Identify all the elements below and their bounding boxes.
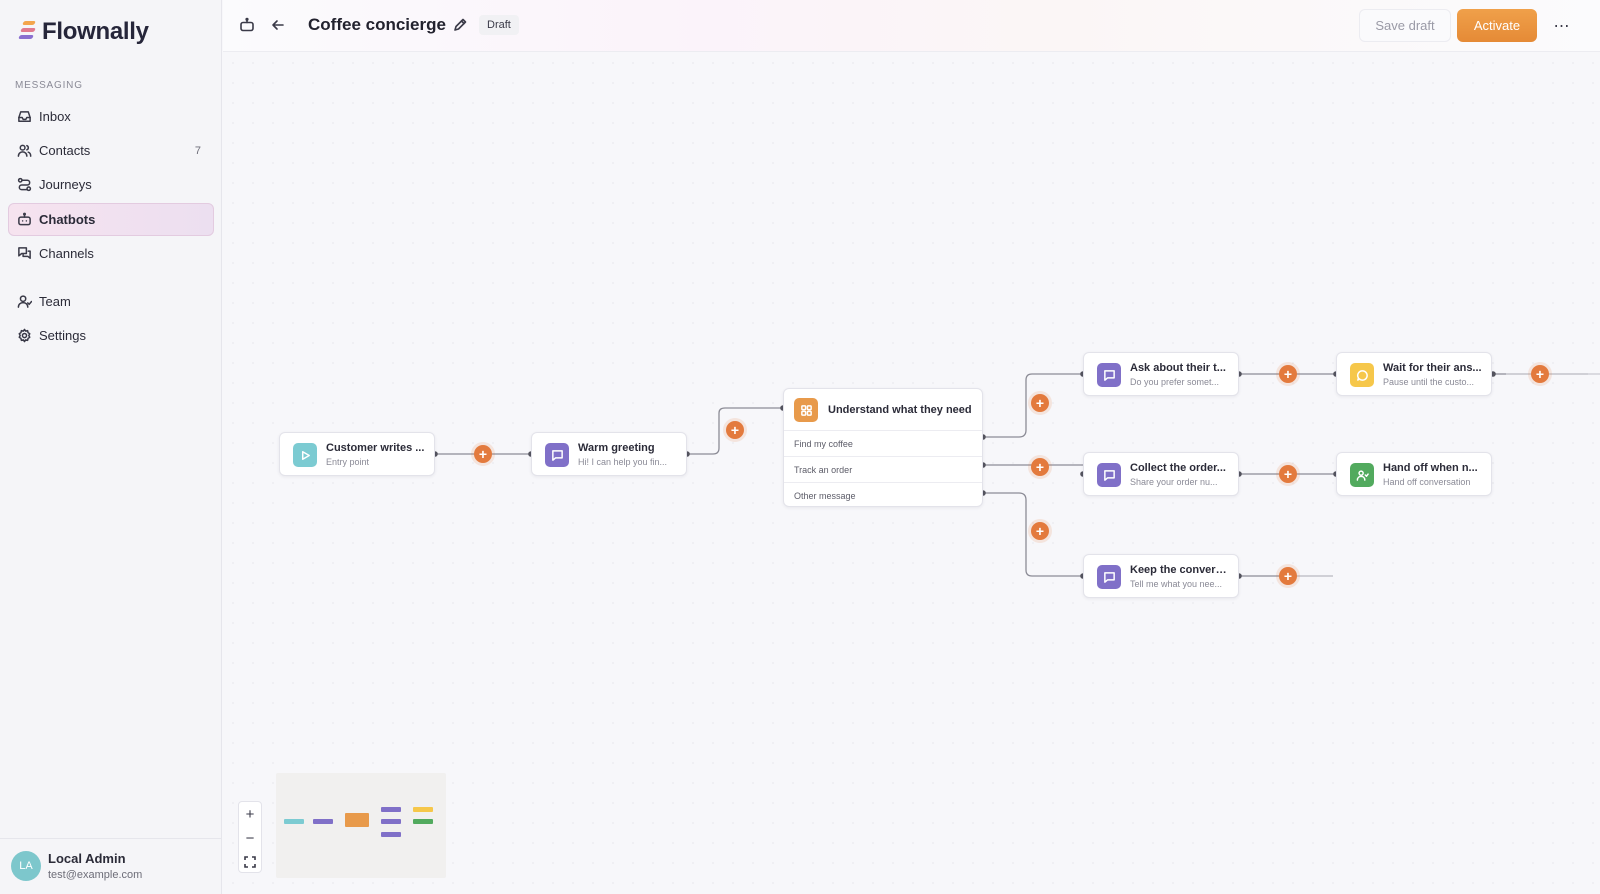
flow-node-ask-question[interactable]: Ask about their t... Do you prefer somet… xyxy=(1083,352,1239,396)
sidebar-item-label: Team xyxy=(39,294,71,309)
sidebar-item-chatbots[interactable]: Chatbots xyxy=(8,203,214,236)
flow-node-collect-order[interactable]: Collect the order... Share your order nu… xyxy=(1083,452,1239,496)
wait-bubble-icon xyxy=(1350,363,1374,387)
save-draft-button[interactable]: Save draft xyxy=(1359,9,1451,42)
contacts-count-badge: 7 xyxy=(194,144,201,157)
add-step-button[interactable]: + xyxy=(726,421,744,439)
bot-icon xyxy=(238,16,256,34)
team-icon xyxy=(17,295,32,308)
node-title: Hand off when n... xyxy=(1383,462,1478,474)
fit-view-button[interactable] xyxy=(239,850,261,874)
flow-node-warm-greeting[interactable]: Warm greeting Hi! I can help you fin... xyxy=(531,432,687,476)
node-subtitle: Share your order nu... xyxy=(1130,477,1218,487)
more-options-icon[interactable]: ⋯ xyxy=(1553,18,1571,35)
flow-canvas[interactable]: Customer writes ... Entry point Warm gre… xyxy=(223,53,1600,894)
minimap-node xyxy=(313,819,333,824)
sidebar: Flownally MESSAGING Inbox Contacts 7 Jou… xyxy=(0,0,222,894)
edit-pencil-icon[interactable] xyxy=(451,16,469,34)
back-arrow-icon[interactable] xyxy=(269,16,287,34)
message-icon xyxy=(1097,363,1121,387)
sidebar-item-label: Settings xyxy=(39,328,86,343)
node-subtitle: Pause until the custo... xyxy=(1383,377,1475,387)
add-step-button[interactable]: + xyxy=(1279,567,1297,585)
grid-icon xyxy=(794,398,818,422)
flow-node-wait[interactable]: Wait for their ans... Pause until the cu… xyxy=(1336,352,1492,396)
add-step-button[interactable]: + xyxy=(474,445,492,463)
message-icon xyxy=(545,443,569,467)
inbox-icon xyxy=(18,111,31,122)
minimap-node xyxy=(381,807,401,812)
sidebar-item-contacts[interactable]: Contacts 7 xyxy=(8,134,214,167)
add-step-button[interactable]: + xyxy=(1279,365,1297,383)
users-icon xyxy=(17,144,32,157)
play-icon xyxy=(293,443,317,467)
user-profile[interactable]: LA Local Admin test@example.com xyxy=(0,838,222,894)
node-title: Wait for their ans... xyxy=(1383,362,1482,374)
zoom-out-button[interactable]: − xyxy=(245,829,255,847)
node-subtitle: Hi! I can help you fin... xyxy=(578,457,668,467)
minimap[interactable] xyxy=(276,773,446,878)
node-title: Customer writes ... xyxy=(326,442,425,454)
flow-node-trigger[interactable]: Customer writes ... Entry point xyxy=(279,432,435,476)
route-option[interactable]: Find my coffee xyxy=(784,430,982,456)
add-step-button[interactable]: + xyxy=(1279,465,1297,483)
zoom-in-button[interactable]: + xyxy=(245,805,255,823)
route-icon xyxy=(17,177,32,192)
node-title: Understand what they need xyxy=(828,404,972,416)
node-subtitle: Hand off conversation xyxy=(1383,477,1471,487)
node-title: Keep the convers... xyxy=(1130,564,1230,576)
node-subtitle: Entry point xyxy=(326,457,370,467)
minimap-node xyxy=(413,807,433,812)
add-step-button[interactable]: + xyxy=(1531,365,1549,383)
minimap-node xyxy=(381,819,401,824)
sidebar-item-label: Inbox xyxy=(39,109,71,124)
add-step-button[interactable]: + xyxy=(1031,394,1049,412)
route-option[interactable]: Other message xyxy=(784,482,982,508)
user-name: Local Admin xyxy=(48,851,126,866)
app-logo[interactable]: Flownally xyxy=(18,18,149,46)
node-subtitle: Tell me what you nee... xyxy=(1130,579,1223,589)
sidebar-item-channels[interactable]: Channels xyxy=(8,237,214,270)
bot-icon xyxy=(18,212,31,226)
message-icon xyxy=(1097,565,1121,589)
node-title: Ask about their t... xyxy=(1130,362,1226,374)
sidebar-item-label: Contacts xyxy=(39,143,91,158)
avatar: LA xyxy=(11,851,41,881)
sidebar-item-label: Channels xyxy=(39,246,94,261)
sidebar-item-label: Chatbots xyxy=(39,212,96,227)
minimap-node xyxy=(413,819,433,824)
zoom-controls: + − xyxy=(238,801,262,873)
page-title: Coffee concierge xyxy=(308,15,446,34)
minimap-node xyxy=(345,813,369,827)
section-label-messaging: MESSAGING xyxy=(15,80,83,91)
sidebar-item-inbox[interactable]: Inbox xyxy=(8,100,214,133)
flow-node-router[interactable]: Understand what they need Find my coffee… xyxy=(783,388,983,507)
chat-bubbles-icon xyxy=(18,247,31,259)
app-name: Flownally xyxy=(42,18,149,45)
fit-view-icon xyxy=(244,856,256,868)
handoff-user-icon xyxy=(1350,463,1374,487)
gear-icon xyxy=(18,328,31,343)
node-subtitle: Do you prefer somet... xyxy=(1130,377,1220,387)
logo-icon xyxy=(18,19,36,45)
editor-header: Coffee concierge Draft Save draft Activa… xyxy=(223,0,1600,52)
sidebar-item-journeys[interactable]: Journeys xyxy=(8,168,214,201)
minimap-node xyxy=(284,819,304,824)
user-email: test@example.com xyxy=(48,869,143,881)
add-step-button[interactable]: + xyxy=(1031,458,1049,476)
status-badge: Draft xyxy=(479,15,519,35)
flow-node-keep-conversation[interactable]: Keep the convers... Tell me what you nee… xyxy=(1083,554,1239,598)
flow-node-handoff[interactable]: Hand off when n... Hand off conversation xyxy=(1336,452,1492,496)
sidebar-item-label: Journeys xyxy=(39,177,92,192)
minimap-node xyxy=(381,832,401,837)
route-option[interactable]: Track an order xyxy=(784,456,982,482)
sidebar-item-team[interactable]: Team xyxy=(8,285,214,318)
activate-button[interactable]: Activate xyxy=(1457,9,1537,42)
add-step-button[interactable]: + xyxy=(1031,522,1049,540)
node-title: Warm greeting xyxy=(578,442,655,454)
node-title: Collect the order... xyxy=(1130,462,1226,474)
sidebar-item-settings[interactable]: Settings xyxy=(8,319,214,352)
message-icon xyxy=(1097,463,1121,487)
